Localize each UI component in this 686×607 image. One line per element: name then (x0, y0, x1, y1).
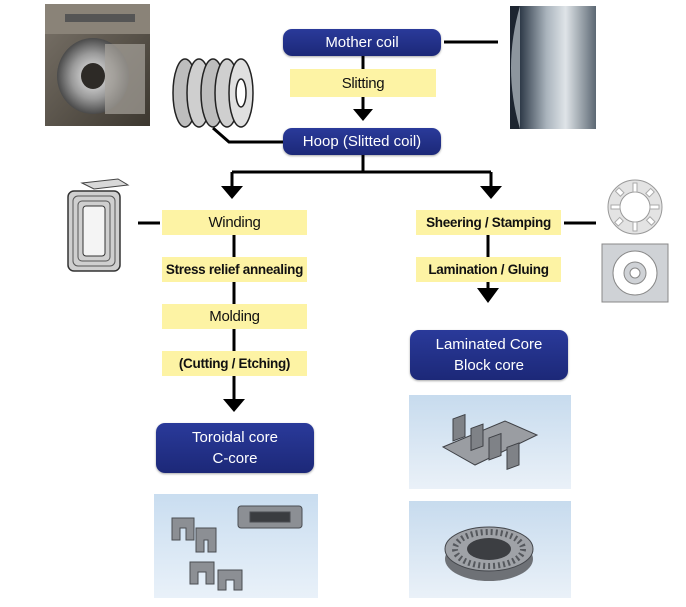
square-stator-lamination (601, 243, 669, 303)
mother-coil-label: Mother coil (325, 34, 399, 51)
toroidal-core-box: Toroidal core C-core (156, 423, 314, 473)
stator-ring-lamination (607, 179, 663, 235)
laminated-line2: Block core (453, 357, 525, 374)
stress-relief-box: Stress relief annealing (162, 257, 307, 282)
mother-coil-box: Mother coil (283, 29, 441, 56)
stress-relief-label: Stress relief annealing (165, 262, 304, 277)
winding-box: Winding (162, 210, 307, 235)
slit-rolls-illustration (172, 58, 254, 128)
laminated-core-box: Laminated Core Block core (410, 330, 568, 380)
molding-box: Molding (162, 304, 307, 329)
slitting-box: Slitting (290, 69, 436, 97)
sheering-box: Sheering / Stamping (416, 210, 561, 235)
toroidal-line1: Toroidal core (192, 429, 278, 446)
hoop-label: Hoop (Slitted coil) (302, 133, 422, 150)
hoop-box: Hoop (Slitted coil) (283, 128, 441, 155)
c-core-photo (154, 494, 318, 598)
block-core-photo (409, 395, 571, 489)
lamination-box: Lamination / Gluing (416, 257, 561, 282)
cutting-label: (Cutting / Etching) (178, 356, 291, 371)
slit-rolls-link (212, 126, 283, 144)
wound-core-illustration (67, 178, 130, 272)
laminated-line1: Laminated Core (435, 336, 543, 353)
arrow-to-sheering (480, 186, 502, 199)
toroidal-line2: C-core (212, 450, 258, 467)
arrow-to-toroidal (223, 399, 245, 412)
sheering-label: Sheering / Stamping (426, 215, 551, 230)
laminated-stator-photo (409, 501, 571, 598)
cutting-box: (Cutting / Etching) (162, 351, 307, 376)
arrow-to-hoop (353, 109, 373, 121)
arrow-to-laminated (477, 288, 499, 303)
molding-label: Molding (209, 308, 260, 325)
slitting-label: Slitting (341, 74, 385, 92)
arrow-to-winding (221, 186, 243, 199)
slitting-machine-photo (45, 4, 150, 126)
winding-label: Winding (208, 214, 261, 231)
lamination-label: Lamination / Gluing (428, 262, 549, 277)
mother-coil-photo (510, 6, 596, 129)
